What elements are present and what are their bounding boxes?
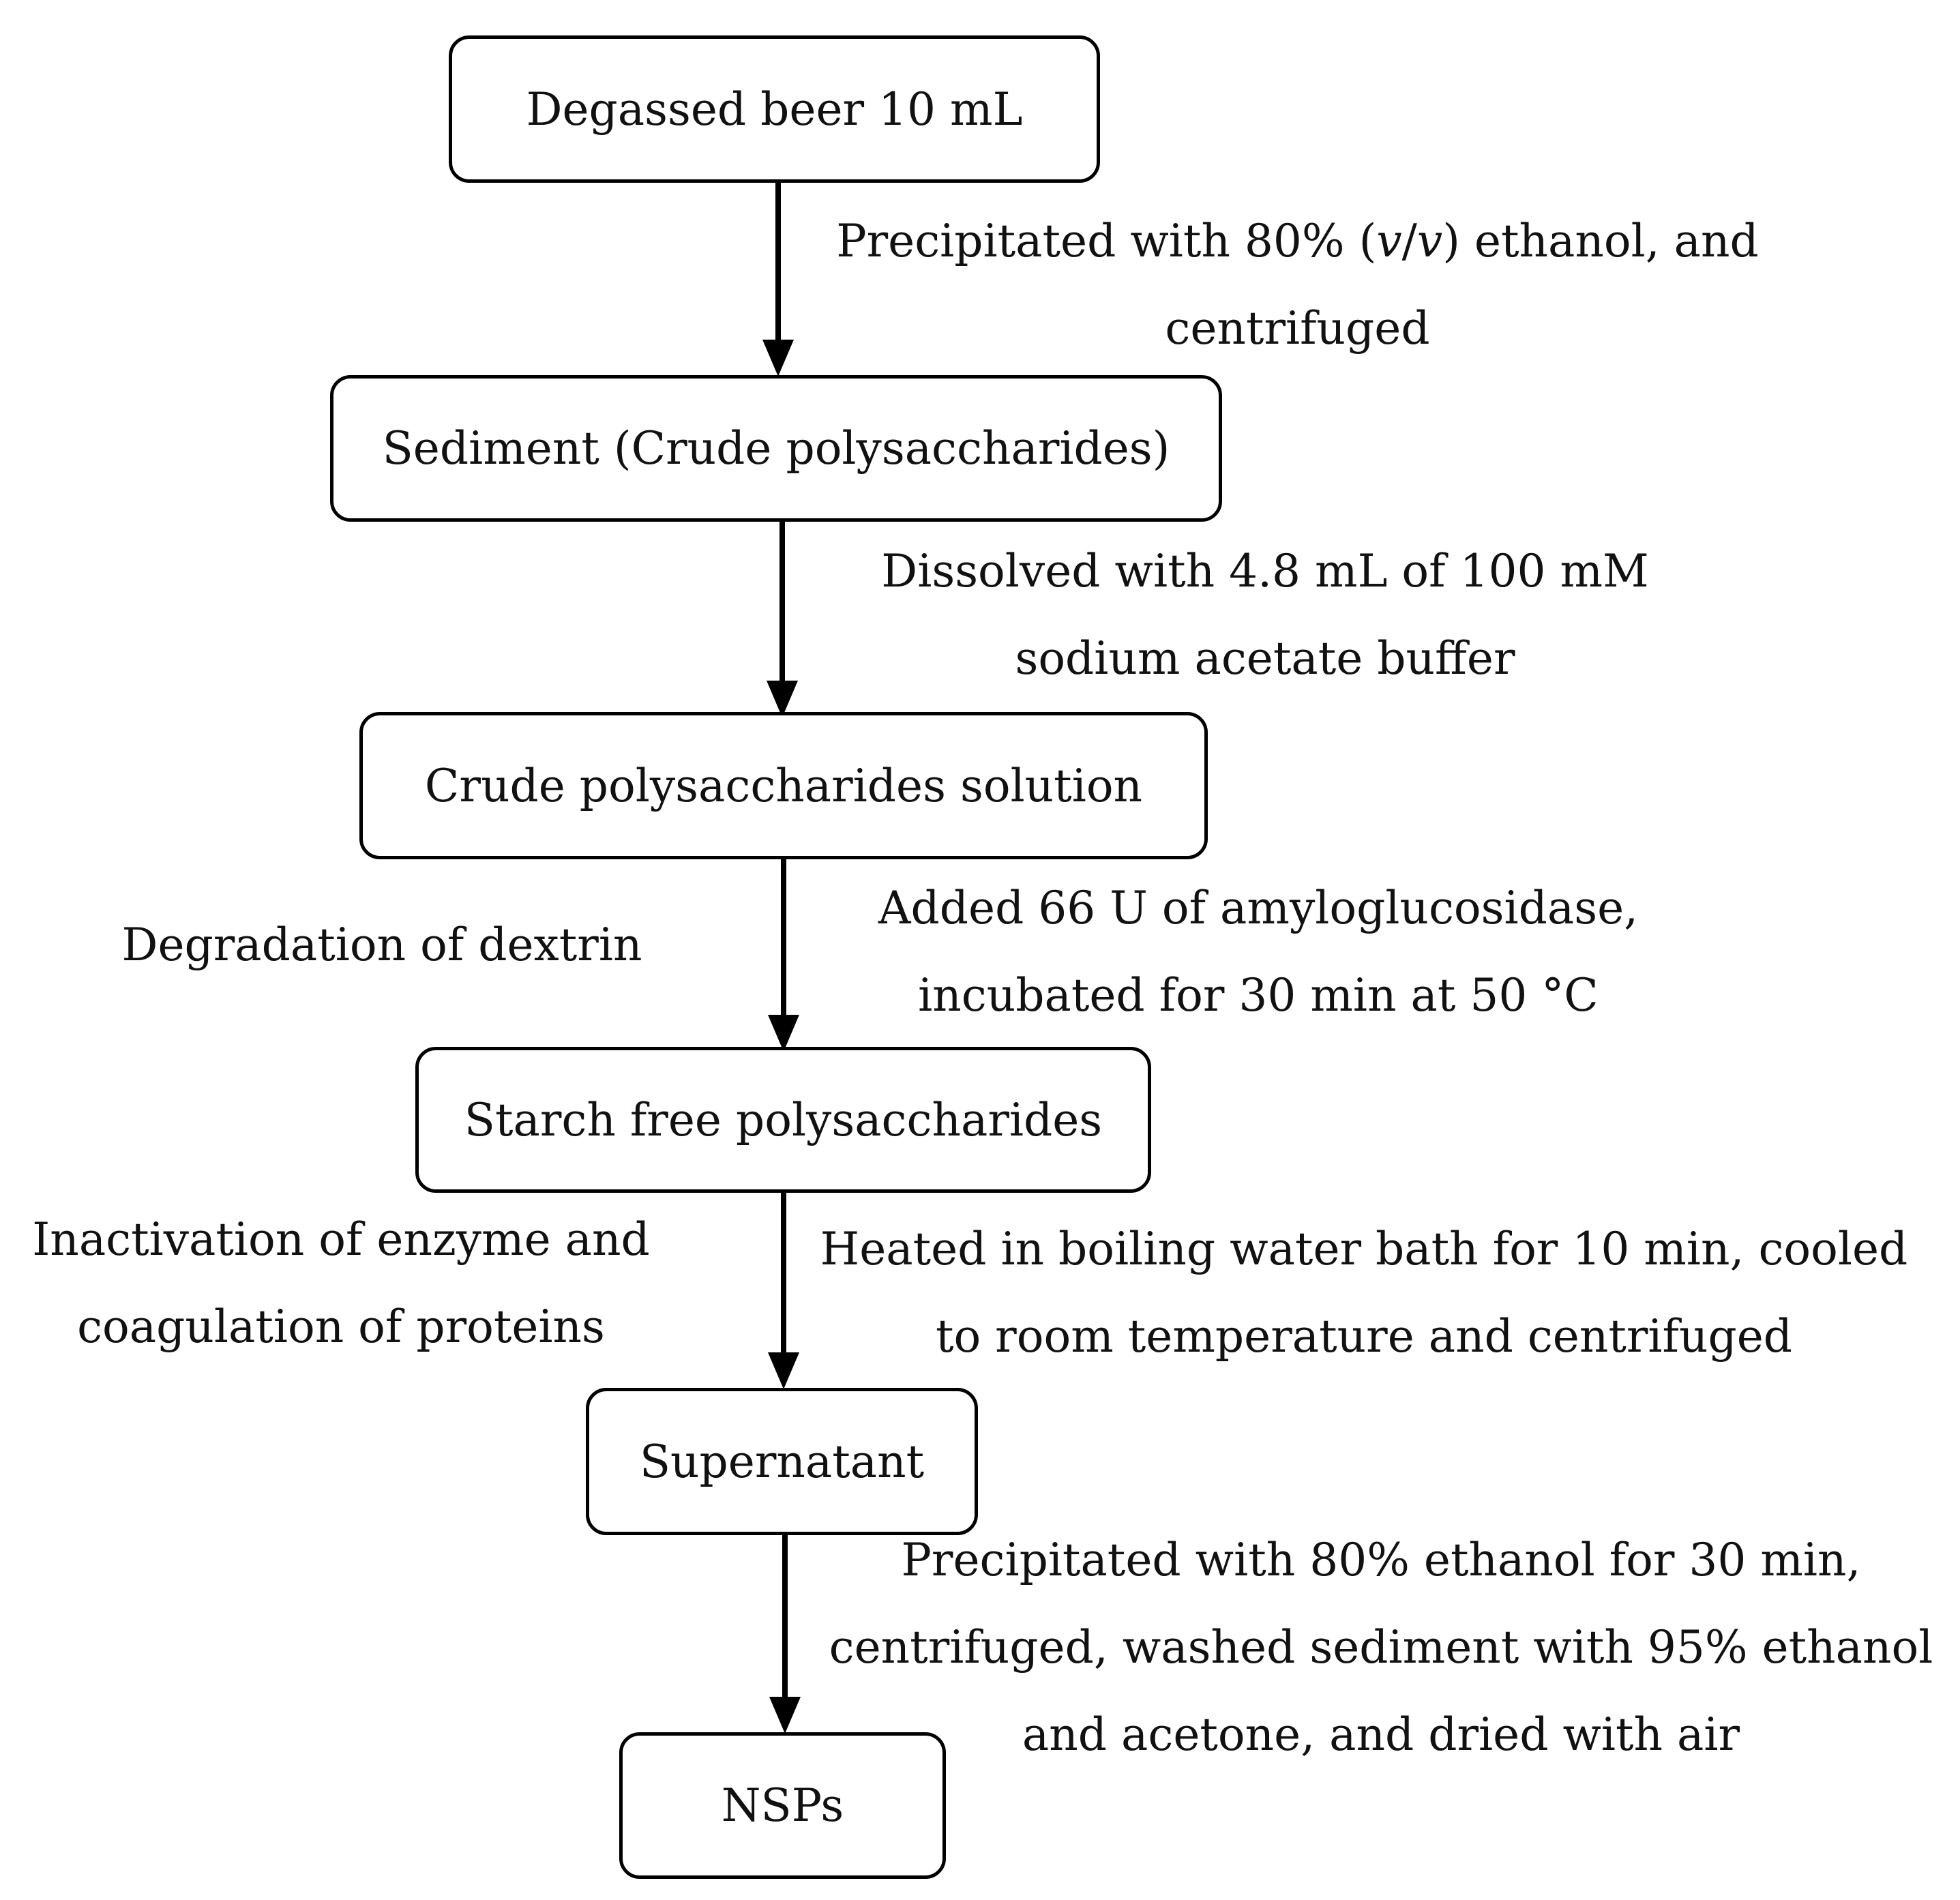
procedure-line: Heated in boiling water bath for 10 min,… [820, 1223, 1908, 1275]
procedure-line: Precipitated with 80% (v/v) ethanol, and [791, 198, 1804, 285]
step-sediment: Sediment (Crude polysaccharides) [330, 375, 1222, 522]
arrow-4 [768, 1193, 799, 1389]
procedure-3-note: Added 66 U of amyloglucosidase, incubate… [818, 865, 1698, 1039]
arrow-1 [762, 183, 794, 376]
step-starch-free: Starch free polysaccharides [415, 1047, 1151, 1193]
step-label: NSPs [721, 1779, 844, 1832]
procedure-4-note: Heated in boiling water bath for 10 min,… [798, 1206, 1930, 1380]
step-nsps: NSPs [619, 1732, 946, 1879]
step-label: Sediment (Crude polysaccharides) [382, 422, 1170, 475]
step-degassed-beer: Degassed beer 10 mL [449, 35, 1100, 183]
procedure-line: sodium acetate buffer [1015, 632, 1515, 685]
procedure-line: and acetone, and dried with air [1022, 1708, 1740, 1761]
step-supernatant: Supernatant [586, 1388, 978, 1535]
procedure-line: to room temperature and centrifuged [935, 1310, 1793, 1363]
purpose-2-note: Inactivation of enzyme and coagulation o… [14, 1196, 668, 1371]
procedure-line: centrifuged, washed sediment with 95% et… [829, 1621, 1933, 1674]
arrow-2 [767, 522, 798, 717]
procedure-text: / [1401, 215, 1417, 267]
purpose-line: Inactivation of enzyme and [32, 1213, 650, 1266]
italic-v: v [1416, 215, 1443, 267]
step-crude-solution: Crude polysaccharides solution [359, 712, 1208, 859]
procedure-text: ) ethanol, and [1442, 215, 1759, 267]
step-label: Supernatant [639, 1435, 925, 1488]
italic-v: v [1376, 215, 1402, 267]
step-label: Degassed beer 10 mL [526, 83, 1023, 136]
procedure-1-note: Precipitated with 80% (v/v) ethanol, and… [791, 198, 1804, 372]
procedure-text: Precipitated with 80% ( [836, 215, 1377, 267]
procedure-line: Dissolved with 4.8 mL of 100 mM [881, 545, 1649, 597]
arrow-5 [769, 1535, 801, 1734]
procedure-5-note: Precipitated with 80% ethanol for 30 min… [812, 1517, 1950, 1779]
procedure-line: Added 66 U of amyloglucosidase, [878, 882, 1639, 934]
purpose-1-note: Degradation of dextrin [82, 902, 682, 989]
procedure-line: incubated for 30 min at 50 °C [918, 969, 1599, 1022]
purpose-line: Degradation of dextrin [121, 919, 642, 971]
step-label: Starch free polysaccharides [464, 1093, 1103, 1146]
step-label: Crude polysaccharides solution [424, 759, 1143, 812]
procedure-line: centrifuged [1165, 302, 1430, 355]
purpose-line: coagulation of proteins [77, 1301, 605, 1353]
arrow-3 [768, 859, 799, 1052]
procedure-line: Precipitated with 80% ethanol for 30 min… [901, 1534, 1861, 1586]
procedure-2-note: Dissolved with 4.8 mL of 100 mM sodium a… [839, 528, 1691, 702]
